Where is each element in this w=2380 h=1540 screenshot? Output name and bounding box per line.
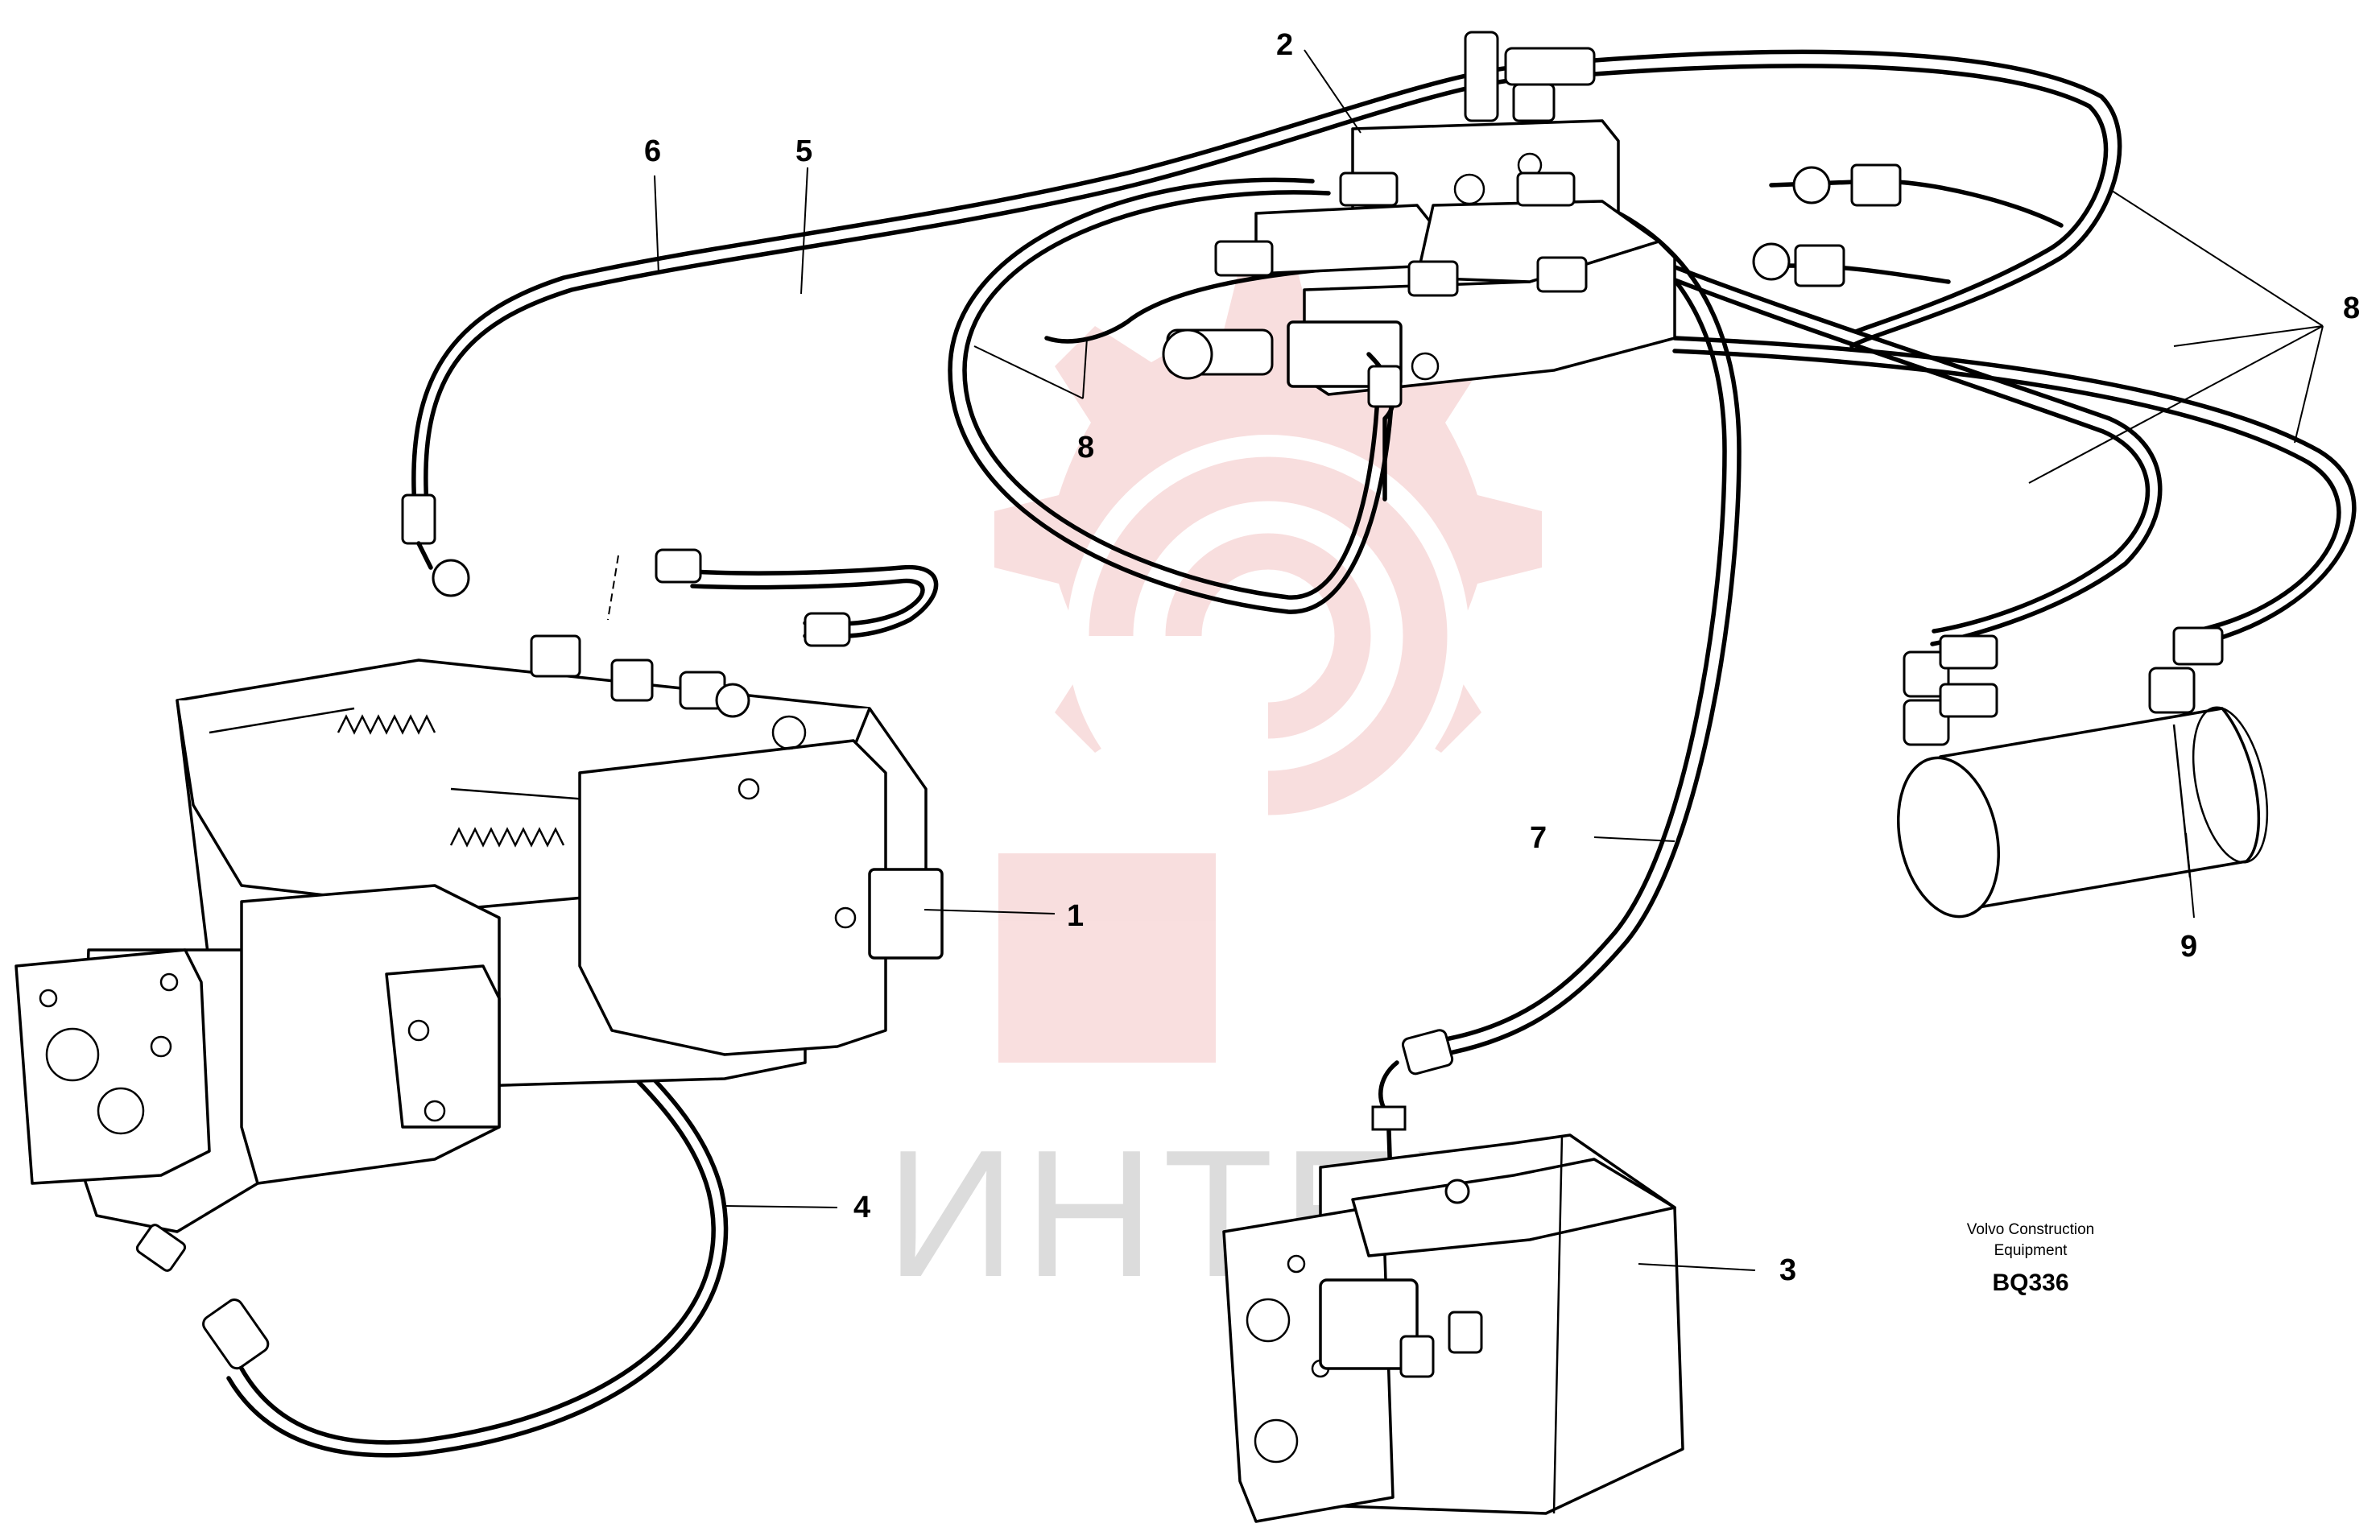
watermark-logo <box>994 266 1542 1063</box>
leader-8a <box>973 337 1088 399</box>
callout-6: 6 <box>644 134 661 168</box>
callout-7: 7 <box>1530 821 1547 855</box>
caption-line-2: Equipment <box>1994 1242 2068 1259</box>
leader-8b <box>2028 188 2324 484</box>
hose-6-fitting <box>401 493 436 545</box>
hose-5-fitting-bottom <box>804 612 851 647</box>
callout-3: 3 <box>1779 1253 1796 1287</box>
pump-assembly-1 <box>14 634 944 1272</box>
hose-5-fitting-top <box>655 548 702 584</box>
caption-code: BQ336 <box>1992 1270 2068 1296</box>
hose-7-elbow-nut <box>1371 1105 1407 1131</box>
leader-4 <box>724 1205 838 1208</box>
hose-6-nut <box>432 559 470 597</box>
caption-line-1: Volvo Construction <box>1967 1221 2094 1238</box>
leader-7 <box>1593 836 1676 842</box>
callout-5: 5 <box>795 134 812 168</box>
cylinder-9 <box>1896 626 2269 919</box>
callout-9: 9 <box>2180 930 2197 964</box>
leader-1 <box>923 909 1056 915</box>
callout-labels: 1 2 3 4 5 6 7 8 8 9 <box>644 28 2360 1287</box>
motor-3 <box>1222 1133 1684 1523</box>
hose-7-fitting <box>1401 1029 1454 1076</box>
caption-block: Volvo Construction Equipment BQ336 <box>1967 1221 2094 1296</box>
hose-8-top-arc <box>1592 49 2122 349</box>
callout-8-left: 8 <box>1077 431 1094 464</box>
leader-2 <box>1304 49 1361 134</box>
callout-4: 4 <box>853 1191 870 1224</box>
hose-8-right <box>1648 179 2357 646</box>
hose-4-fitting <box>202 1298 270 1370</box>
callout-1: 1 <box>1067 899 1084 933</box>
leader-9 <box>2185 832 2195 919</box>
leader-3 <box>1638 1263 1756 1271</box>
leader-6 <box>654 175 659 275</box>
hose-5 <box>607 548 939 647</box>
leader-5 <box>800 167 808 295</box>
leader-lines <box>654 49 2324 1271</box>
callout-2: 2 <box>1276 28 1293 62</box>
valve-block-2 <box>1162 31 1902 502</box>
callout-8-right: 8 <box>2343 291 2360 325</box>
hose-6 <box>401 64 1532 597</box>
